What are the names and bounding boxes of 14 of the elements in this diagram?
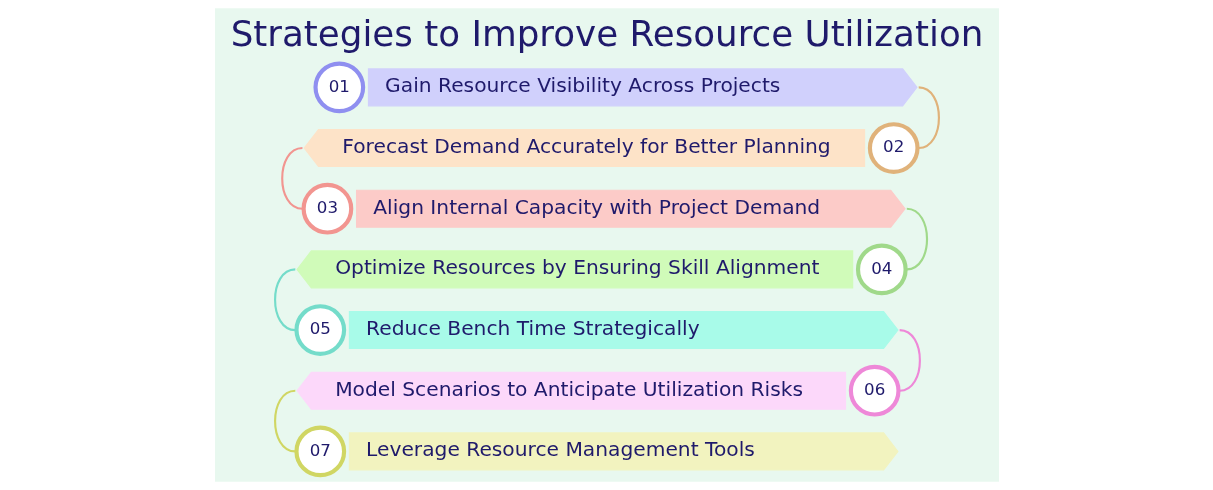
connector [273, 389, 295, 453]
connector [906, 207, 928, 271]
node-circle: 06 [848, 364, 901, 417]
diagram-title: Strategies to Improve Resource Utilization [230, 13, 983, 55]
node-circle: 04 [855, 243, 908, 296]
connector [898, 329, 921, 392]
node-circle: 05 [293, 304, 346, 356]
node-circle: 01 [312, 61, 365, 114]
connector [280, 147, 303, 210]
node-circle: 07 [293, 425, 346, 478]
connector [918, 86, 940, 150]
node-circle: 02 [867, 122, 920, 174]
node-circle: 03 [301, 182, 353, 235]
connector [273, 268, 295, 332]
